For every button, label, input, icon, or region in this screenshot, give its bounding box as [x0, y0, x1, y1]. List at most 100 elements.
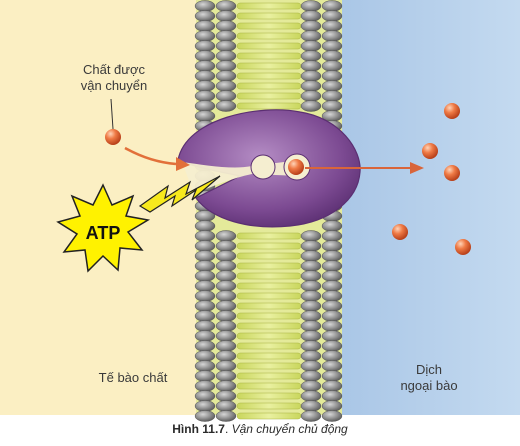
lipid-tail [236, 292, 302, 300]
lipid-head [194, 360, 216, 372]
lipid-head [194, 330, 216, 342]
lipid-tail [236, 242, 302, 250]
lipid-head [321, 290, 343, 302]
lipid-head [321, 260, 343, 272]
lipid-head [321, 240, 343, 252]
particle-in-pump [288, 159, 304, 175]
lipid-head [300, 400, 322, 412]
lipid-tail [236, 22, 302, 30]
lipid-head [300, 20, 322, 32]
lipid-head [300, 360, 322, 372]
lipid-head [194, 290, 216, 302]
lipid-head [300, 340, 322, 352]
lipid-head [321, 330, 343, 342]
lipid-head [321, 310, 343, 322]
lipid-head [194, 250, 216, 262]
lipid-head [321, 340, 343, 352]
lipid-head [215, 30, 237, 42]
lipid-head [300, 240, 322, 252]
lipid-head [300, 250, 322, 262]
lipid-head [215, 100, 237, 112]
lipid-tail [236, 12, 302, 20]
lipid-head [321, 50, 343, 62]
lipid-head [321, 40, 343, 52]
lipid-tail [236, 62, 302, 70]
lipid-head [194, 380, 216, 392]
lipid-head [321, 400, 343, 412]
lipid-head [321, 70, 343, 82]
lipid-head [300, 40, 322, 52]
lipid-head [300, 300, 322, 312]
lipid-head [300, 320, 322, 332]
lipid-head [215, 350, 237, 362]
lipid-tail [236, 382, 302, 390]
lipid-tail [236, 302, 302, 310]
lipid-head [215, 270, 237, 282]
lipid-head [194, 400, 216, 412]
lipid-head [215, 280, 237, 292]
lipid-head [321, 280, 343, 292]
lipid-head [194, 320, 216, 332]
lipid-tail [236, 342, 302, 350]
lipid-head [215, 390, 237, 402]
lipid-tail [236, 232, 302, 240]
lipid-head [215, 400, 237, 412]
lipid-head [194, 110, 216, 122]
lipid-head [321, 20, 343, 32]
lipid-head [321, 10, 343, 22]
lipid-head [300, 230, 322, 242]
lipid-head [215, 360, 237, 372]
label-pointer [110, 98, 114, 130]
figure-number: Hình 11.7 [172, 422, 225, 436]
entry-arrow [124, 146, 177, 166]
lipid-head [215, 250, 237, 262]
extracellular-label-line1: Dịch [415, 362, 442, 377]
lipid-head [321, 390, 343, 402]
lipid-tail [236, 282, 302, 290]
lipid-head [300, 0, 322, 12]
lipid-head [194, 0, 216, 12]
lipid-head [321, 350, 343, 362]
lipid-head [194, 350, 216, 362]
lipid-head [300, 60, 322, 72]
extracellular-region [338, 0, 520, 415]
lipid-head [215, 70, 237, 82]
cytoplasm-label: Tế bào chất [98, 370, 168, 385]
lipid-tail [236, 102, 302, 110]
atp-burst [56, 175, 221, 273]
lipid-tail [236, 332, 302, 340]
lipid-head [300, 410, 322, 422]
lipid-head [215, 340, 237, 352]
lipid-head [300, 30, 322, 42]
lipid-head [194, 240, 216, 252]
lipid-tail [236, 402, 302, 410]
lipid-head [321, 320, 343, 332]
lipid-tail [236, 262, 302, 270]
lipid-head [321, 100, 343, 112]
lipid-head [300, 260, 322, 272]
lipid-head [215, 230, 237, 242]
lipid-tail [236, 412, 302, 420]
lipid-tail [236, 42, 302, 50]
lipid-head [300, 10, 322, 22]
lipid-tail [236, 72, 302, 80]
lipid-head [321, 0, 343, 12]
lipid-head [194, 50, 216, 62]
extracellular-label-line2: ngoại bào [400, 378, 458, 393]
lipid-head [215, 240, 237, 252]
lipid-head [321, 90, 343, 102]
substrate-label-line2: vận chuyển [80, 78, 148, 93]
lipid-head [194, 270, 216, 282]
particle-out-1 [444, 103, 460, 119]
lipid-tail [236, 322, 302, 330]
lipid-head [215, 90, 237, 102]
figure-caption: Hình 11.7. Vận chuyển chủ động [172, 422, 348, 436]
lipid-head [321, 410, 343, 422]
lipid-head [215, 20, 237, 32]
lipid-head [300, 350, 322, 362]
particle-out-3 [444, 165, 460, 181]
lipid-head [300, 50, 322, 62]
substrate-label: Chất được vận chuyển [68, 62, 160, 94]
lipid-head [194, 390, 216, 402]
